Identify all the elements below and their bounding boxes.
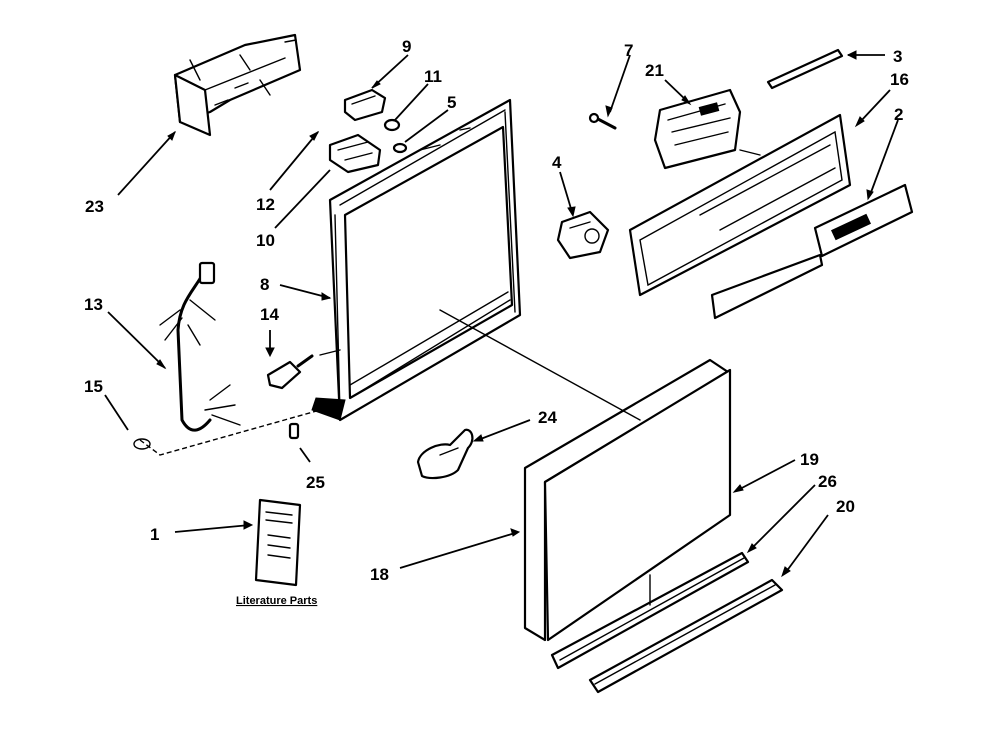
callout-14: 14 — [260, 305, 279, 324]
part-4-switch — [556, 210, 610, 260]
part-7-screw — [588, 112, 617, 130]
part-21-control-module — [653, 88, 742, 170]
part-18-outer-door-panel — [523, 358, 732, 642]
part-15-wire-tie — [133, 409, 321, 456]
part-2-overlay — [813, 183, 914, 258]
callout-19: 19 — [800, 450, 819, 469]
callout-4: 4 — [552, 153, 562, 172]
callout-2: 2 — [894, 105, 903, 124]
callout-5: 5 — [447, 93, 456, 112]
callout-24: 24 — [538, 408, 557, 427]
callout-13: 13 — [84, 295, 103, 314]
callout-3: 3 — [893, 47, 902, 66]
part-20-kick-trim — [588, 578, 784, 694]
part-11-bushing — [383, 118, 401, 132]
callout-20: 20 — [836, 497, 855, 516]
part-9-hinge-cam — [343, 88, 387, 122]
part-1-literature — [254, 498, 302, 587]
callout-10: 10 — [256, 231, 275, 250]
callout-7: 7 — [624, 41, 633, 60]
leader-lines — [104, 50, 899, 578]
callout-12: 12 — [256, 195, 275, 214]
part-25-clip — [288, 422, 300, 440]
callout-21: 21 — [645, 61, 664, 80]
part-3-trim-strip — [766, 48, 844, 90]
part-5-spacer — [392, 142, 408, 154]
callout-labels: 1 2 3 4 5 7 8 9 10 11 12 13 14 15 16 18 … — [84, 37, 909, 607]
callout-16: 16 — [890, 70, 909, 89]
part-24-handle-spring — [416, 428, 474, 480]
part-14-vent — [266, 354, 314, 390]
part-10-hinge-plate — [328, 133, 382, 174]
callout-18: 18 — [370, 565, 389, 584]
part-26-lower-trim — [550, 551, 750, 670]
callout-23: 23 — [85, 197, 104, 216]
alignment-lines — [319, 149, 761, 606]
callout-9: 9 — [402, 37, 411, 56]
callout-15: 15 — [84, 377, 103, 396]
part-2-lower-strip — [710, 253, 824, 320]
callout-26: 26 — [818, 472, 837, 491]
callout-11: 11 — [424, 67, 442, 86]
callout-8: 8 — [260, 275, 269, 294]
part-16-control-panel — [628, 113, 852, 297]
part-23-cover-bracket — [173, 33, 302, 137]
callout-1: 1 — [150, 525, 159, 544]
part-13-wire-harness — [159, 261, 241, 432]
part-8-inner-door-frame — [311, 98, 522, 422]
literature-parts-caption: Literature Parts — [236, 595, 317, 607]
callout-25: 25 — [306, 473, 325, 492]
